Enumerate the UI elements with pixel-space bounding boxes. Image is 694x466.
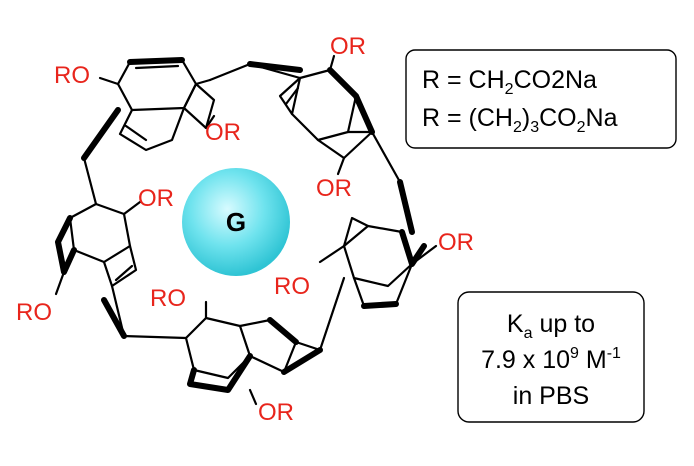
or-label-8: RO [150,285,186,312]
ka-line-3: in PBS [513,382,589,410]
or-label-9: RO [16,299,52,326]
or-label-10: OR [258,399,294,426]
or-label-2: OR [205,119,241,146]
naphthalene-unit-bottom [184,300,299,406]
r-definition-box: R = CH2CO2Na R = (CH2)3CO2Na [405,49,677,149]
naphthalene-unit-top-right [278,54,375,176]
r-definition-2: R = (CH2)3CO2Na [422,104,618,136]
ka-line-2: 7.9 x 109 M-1 [481,345,621,374]
or-label-4: OR [316,175,352,202]
or-label-1: RO [54,62,90,89]
or-label-6: OR [438,229,474,256]
or-label-5: OR [138,185,174,212]
r-box-frame [405,49,677,149]
guest-label: G [226,207,246,237]
guest-circle [182,168,290,276]
or-label-3: OR [330,33,366,60]
naphthalene-unit-left [54,200,142,296]
or-label-7: RO [274,273,310,300]
ka-line-1: Ka up to [507,310,595,342]
methylene-bridges [81,61,415,375]
binding-constant-box: Ka up to 7.9 x 109 M-1 in PBS [457,291,645,423]
r-definition-1: R = CH2CO2Na [422,66,597,98]
substituent-labels: RO OR OR OR OR OR RO RO RO OR [16,33,474,426]
guest-sphere: G [182,168,290,276]
naphthalene-unit-top-left [98,57,216,152]
ka-box-frame [457,291,645,423]
naphthalene-unit-right [318,216,438,309]
